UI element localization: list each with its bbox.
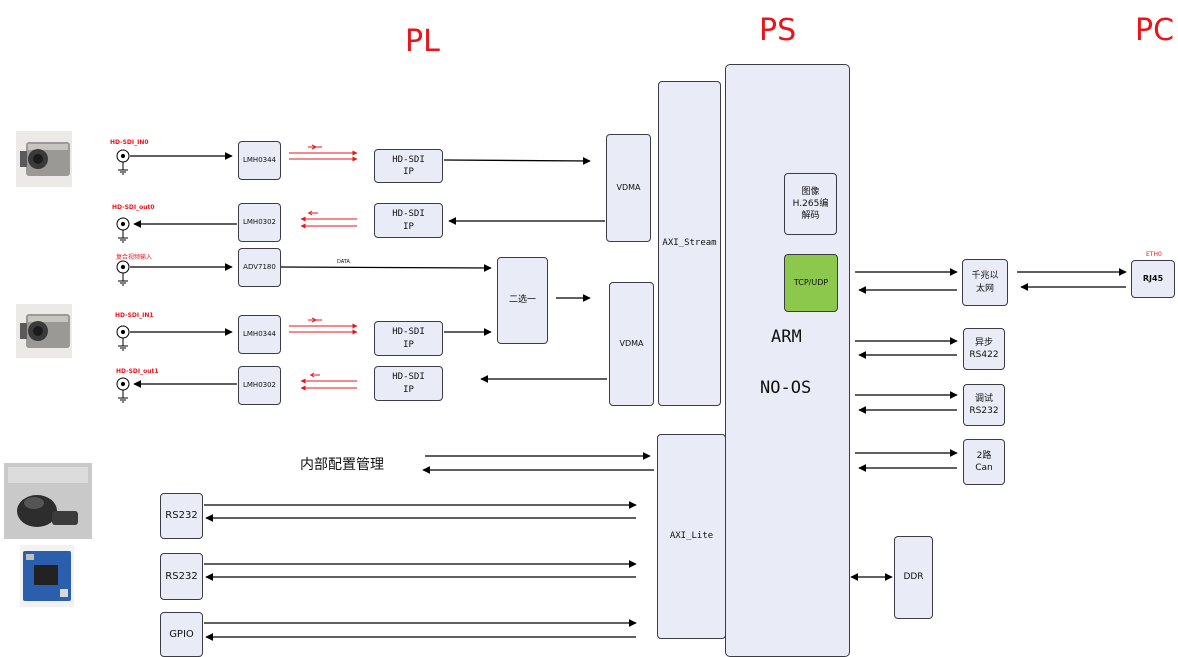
gpio-block: GPIO xyxy=(160,612,203,657)
label-cvbs-in: 复合视频输入 xyxy=(116,252,152,261)
tcp-udp-block: TCP/UDP xyxy=(784,254,838,312)
internal-config-label: 内部配置管理 xyxy=(300,454,384,474)
mux-block: 二选一 xyxy=(497,257,548,344)
can-block: 2路 Can xyxy=(963,439,1005,485)
adv7180-block: ADV7180 xyxy=(238,248,281,287)
rs422-block: 异步 RS422 xyxy=(963,328,1005,370)
lmh0302-block-a: LMH0302 xyxy=(238,203,281,242)
ddr-block: DDR xyxy=(894,536,933,619)
wire-adv-data xyxy=(280,267,491,268)
vdma-block-1: VDMA xyxy=(606,134,651,242)
lmh0302-block-b: LMH0302 xyxy=(238,366,281,405)
arm-label: ARM xyxy=(771,327,802,347)
hdsdi-ip-block-3: HD-SDI IP xyxy=(374,321,443,356)
label-sdi-in0: HD-SDI_IN0 xyxy=(110,139,149,146)
label-sdi-out1: HD-SDI_out1 xyxy=(116,368,159,375)
section-pl: PL xyxy=(405,24,440,59)
camera-1-image xyxy=(16,304,72,358)
ps-processor-block xyxy=(725,64,850,657)
label-eth0: ETH0 xyxy=(1146,251,1162,258)
lmh0344-block-b: LMH0344 xyxy=(238,315,281,354)
rj45-block: RJ45 xyxy=(1131,260,1175,298)
hdsdi-ip-block-2: HD-SDI IP xyxy=(374,203,443,238)
debug-rs232-block: 调试 RS232 xyxy=(963,384,1005,426)
hdsdi-ip-block-1: HD-SDI IP xyxy=(374,149,443,183)
label-sdi-in1: HD-SDI_IN1 xyxy=(115,312,154,319)
label-sdi-out0: HD-SDI_out0 xyxy=(112,204,155,211)
label-data: DATA xyxy=(337,259,350,265)
os-label: NO-OS xyxy=(760,378,811,398)
axi-lite-bus: AXI_Lite xyxy=(657,434,726,639)
coax-connectors xyxy=(117,150,129,402)
gigabit-ethernet-block: 千兆以 太网 xyxy=(962,259,1008,306)
h265-codec-block: 图像 H.265编 解码 xyxy=(784,173,837,235)
rs232-block-b: RS232 xyxy=(160,553,203,600)
vdma-block-2: VDMA xyxy=(609,282,654,406)
wire-ip1-vdma xyxy=(444,160,590,161)
hdsdi-ip-block-4: HD-SDI IP xyxy=(374,366,443,401)
circuit-board-image xyxy=(20,545,74,607)
scanner-device-image xyxy=(4,463,92,539)
lmh0344-block-a: LMH0344 xyxy=(238,141,281,180)
camera-0-image xyxy=(16,131,72,187)
axi-stream-bus: AXI_Stream xyxy=(658,81,721,406)
rs232-block-a: RS232 xyxy=(160,493,203,539)
section-ps: PS xyxy=(759,13,796,48)
section-pc: PC xyxy=(1135,13,1174,48)
